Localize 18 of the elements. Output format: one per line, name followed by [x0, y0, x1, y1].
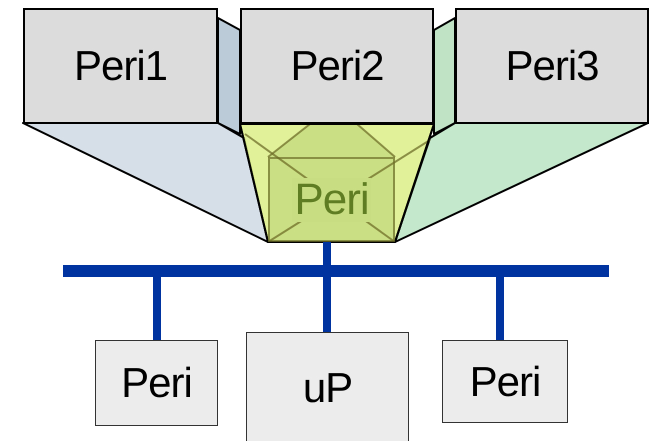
box-label: Peri — [121, 359, 192, 407]
box-label: Peri1 — [74, 42, 168, 90]
peripheral-box — [23, 8, 218, 124]
peripheral-box — [240, 8, 434, 124]
peripheral-box — [268, 157, 395, 242]
box-label: Peri2 — [290, 42, 384, 90]
box-label: Peri — [470, 358, 540, 406]
bus-line — [323, 242, 331, 265]
box-label: uP — [302, 364, 352, 412]
bus-line — [496, 277, 504, 340]
component-box — [442, 340, 568, 423]
component-box — [246, 332, 409, 441]
component-box — [95, 340, 218, 426]
bus-line — [323, 277, 331, 332]
bus-line — [153, 277, 161, 340]
bus-bar — [63, 265, 609, 277]
peripheral-box — [455, 8, 649, 124]
box-label: Peri3 — [505, 42, 599, 90]
